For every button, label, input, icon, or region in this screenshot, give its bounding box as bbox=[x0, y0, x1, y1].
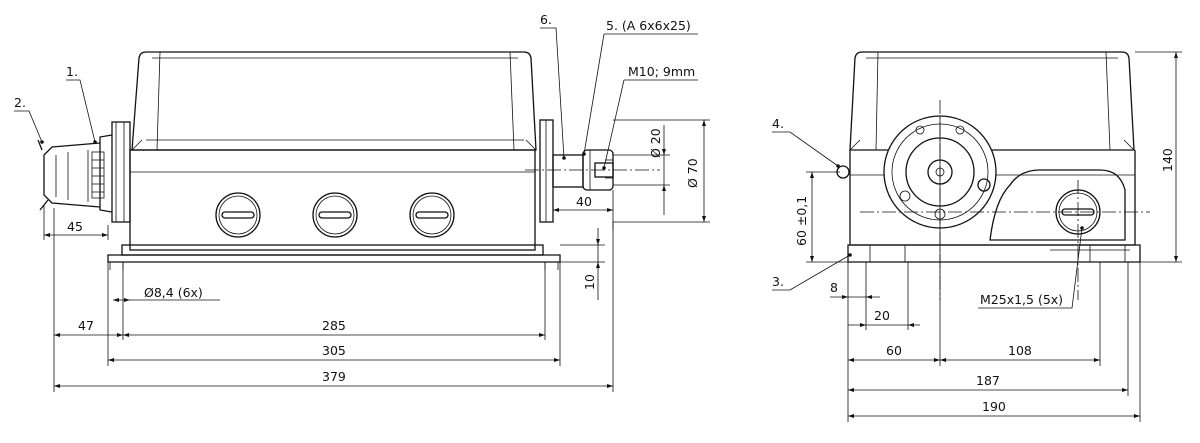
note-glands: M25x1,5 (5x) bbox=[980, 292, 1063, 307]
dim-40: 40 bbox=[576, 194, 592, 209]
callout-3: 3. bbox=[772, 274, 784, 289]
dim-47: 47 bbox=[78, 318, 94, 333]
callout-2: 2. bbox=[14, 95, 26, 110]
dim-dia-70: Ø 70 bbox=[685, 158, 700, 188]
note-m10: M10; 9mm bbox=[628, 64, 695, 79]
dim-285: 285 bbox=[322, 318, 346, 333]
front-callouts: 1. 2. 6. 5. (A 6x6x25) M10; 9mm Ø8,4 (6x… bbox=[14, 12, 698, 302]
front-lid bbox=[131, 51, 537, 151]
callout-5: 5. (A 6x6x25) bbox=[606, 18, 691, 33]
dim-dia-20: Ø 20 bbox=[648, 128, 663, 158]
dim-305: 305 bbox=[322, 343, 346, 358]
dim-187: 187 bbox=[976, 373, 1000, 388]
dim-140: 140 bbox=[1160, 148, 1175, 172]
front-body bbox=[129, 149, 536, 251]
dim-8: 8 bbox=[830, 280, 838, 295]
callout-6: 6. bbox=[540, 12, 552, 27]
dim-10: 10 bbox=[582, 274, 597, 290]
dim-45: 45 bbox=[67, 219, 83, 234]
front-gland-1 bbox=[215, 192, 261, 238]
front-gland-3 bbox=[409, 192, 455, 238]
dim-108: 108 bbox=[1008, 343, 1032, 358]
callout-1: 1. bbox=[66, 64, 78, 79]
side-view bbox=[836, 51, 1150, 300]
dim-190: 190 bbox=[982, 399, 1006, 414]
lever-handle bbox=[37, 134, 113, 213]
dim-379: 379 bbox=[322, 369, 346, 384]
front-gland-2 bbox=[312, 192, 358, 238]
front-view bbox=[37, 51, 660, 270]
dim-60: 60 bbox=[886, 343, 902, 358]
side-lid bbox=[849, 51, 1135, 151]
dim-60-tol: 60 ±0,1 bbox=[794, 196, 809, 246]
dim-20: 20 bbox=[874, 308, 890, 323]
side-dimensions: 60 ±0,1 140 8 20 60 108 187 bbox=[794, 51, 1182, 422]
side-callouts: 4. 3. M25x1,5 (5x) bbox=[772, 116, 1084, 309]
front-dimensions: Ø 20 Ø 70 40 45 10 47 285 bbox=[43, 119, 710, 392]
callout-4: 4. bbox=[772, 116, 784, 131]
note-hole-dia: Ø8,4 (6x) bbox=[144, 285, 203, 300]
